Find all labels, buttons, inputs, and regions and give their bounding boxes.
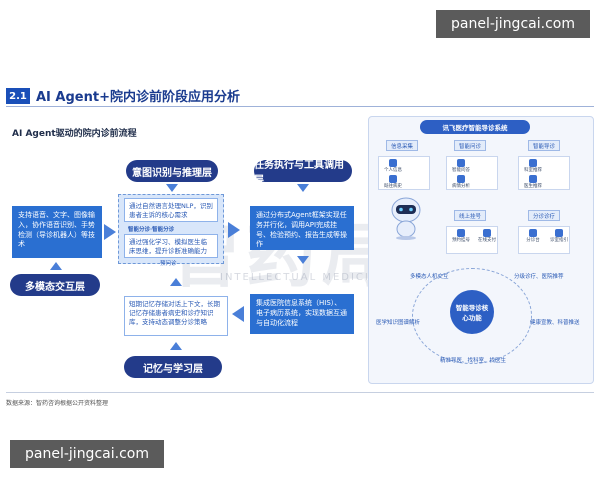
icon-label: 医生推荐	[524, 184, 542, 189]
chip-online-register: 线上挂号	[454, 210, 486, 221]
icon-label: 预约挂号	[452, 238, 470, 243]
chip-info-collect: 信息采集	[386, 140, 418, 151]
intent-nlp-box: 通过自然语言处理NLP，识别患者主诉的核心需求	[124, 198, 218, 222]
arrow-down-intent	[166, 184, 178, 192]
layer-intent: 意图识别与推理层	[126, 160, 218, 182]
analysis-icon	[457, 175, 465, 183]
smart-consult-group: 智能问答 病情分析	[446, 156, 498, 190]
ring-label-3: 医学知识图谱解析	[376, 320, 421, 326]
smart-guide-group: 科室推荐 医生推荐	[518, 156, 570, 190]
section-title: AI Agent+院内诊前阶段应用分析	[36, 90, 240, 105]
chip-smart-consult: 智能问诊	[454, 140, 486, 151]
footer-divider	[6, 392, 594, 393]
input-box: 支持语音、文字、图像输入，协作语音识别、手势检测（导诊机器人）等技术	[12, 206, 102, 258]
smart-triage-label: 智能分诊·智能分诊	[128, 227, 175, 233]
arrow-down-task	[297, 184, 309, 192]
person-icon	[389, 159, 397, 167]
core-function-node: 智能导诊核心功能	[450, 290, 494, 334]
layer-multimodal: 多模态交互层	[10, 274, 100, 296]
arrow-down-his	[297, 256, 309, 264]
history-icon	[389, 175, 397, 183]
arrow-up-multimodal	[50, 262, 62, 270]
ring-label-1: 多模态人机交互	[410, 274, 449, 280]
chat-icon	[457, 159, 465, 167]
chip-triage-treatment: 分诊诊疗	[528, 210, 560, 221]
icon-label: 病情分析	[452, 184, 470, 189]
ring-label-2: 分级诊疗、医院推荐	[514, 274, 564, 280]
core-ring-outer	[412, 268, 532, 364]
logo-watermark-sub: INTELLECTUAL MEDICINE	[220, 272, 388, 283]
icon-label: 既往病史	[384, 184, 402, 189]
info-collect-group: 个人信息 既往病史	[378, 156, 430, 190]
intent-rl-box: 通过强化学习、模拟医生临床思维，提升诊断准确能力	[124, 234, 218, 258]
left-diagram-title: AI Agent驱动的院内诊前流程	[12, 129, 137, 139]
arrow-right-input	[104, 224, 116, 240]
task-exec-box: 通过分布式Agent框架实现任务并行化，调用API完成挂号、检验预约、报告生成等…	[250, 206, 354, 250]
arrow-up-memory	[170, 278, 182, 286]
chip-smart-guide: 智能导诊	[528, 140, 560, 151]
site-watermark-top: panel-jingcai.com	[436, 10, 590, 38]
his-box: 集成医院信息系统（HIS）、电子病历系统，实现数据互通与自动化流程	[250, 294, 354, 334]
online-register-group: 预约挂号 在线支付	[446, 226, 498, 254]
icon-label: 个人信息	[384, 168, 402, 173]
doctor-icon	[529, 175, 537, 183]
department-icon	[529, 159, 537, 167]
memory-box: 短期记忆存储对话上下文，长期记忆存储患者病史和诊疗知识库，支持动态调整分诊策略	[124, 296, 228, 336]
ring-label-5: 精准导医、找科室、找医生	[440, 358, 507, 364]
arrow-right-intent	[228, 222, 240, 238]
right-panel-header: 讯飞医疗智能导诊系统	[420, 120, 530, 134]
icon-label: 科室推荐	[524, 168, 542, 173]
icon-label: 分诊台	[526, 238, 540, 243]
pre-consult-label: 预问诊	[160, 261, 177, 267]
layer-memory: 记忆与学习层	[124, 356, 222, 378]
triage-group: 分诊台 诊室指引	[518, 226, 570, 254]
desk-icon	[529, 229, 537, 237]
map-icon	[555, 229, 563, 237]
site-watermark-bottom: panel-jingcai.com	[10, 440, 164, 468]
icon-label: 智能问答	[452, 168, 470, 173]
robot-mascot-icon	[388, 196, 424, 240]
payment-icon	[483, 229, 491, 237]
icon-label: 在线支付	[478, 238, 496, 243]
section-number: 2.1	[6, 88, 30, 104]
arrow-left-memory	[232, 306, 244, 322]
arrow-up-memory-layer	[170, 342, 182, 350]
data-source-footnote: 数据来源：智药咨询根据公开资料整理	[6, 400, 109, 407]
calendar-icon	[457, 229, 465, 237]
ring-label-4: 健康宣教、科普推送	[530, 320, 580, 326]
layer-task: 任务执行与工具调用层	[254, 160, 352, 186]
icon-label: 诊室指引	[550, 238, 568, 243]
section-divider	[6, 106, 594, 107]
